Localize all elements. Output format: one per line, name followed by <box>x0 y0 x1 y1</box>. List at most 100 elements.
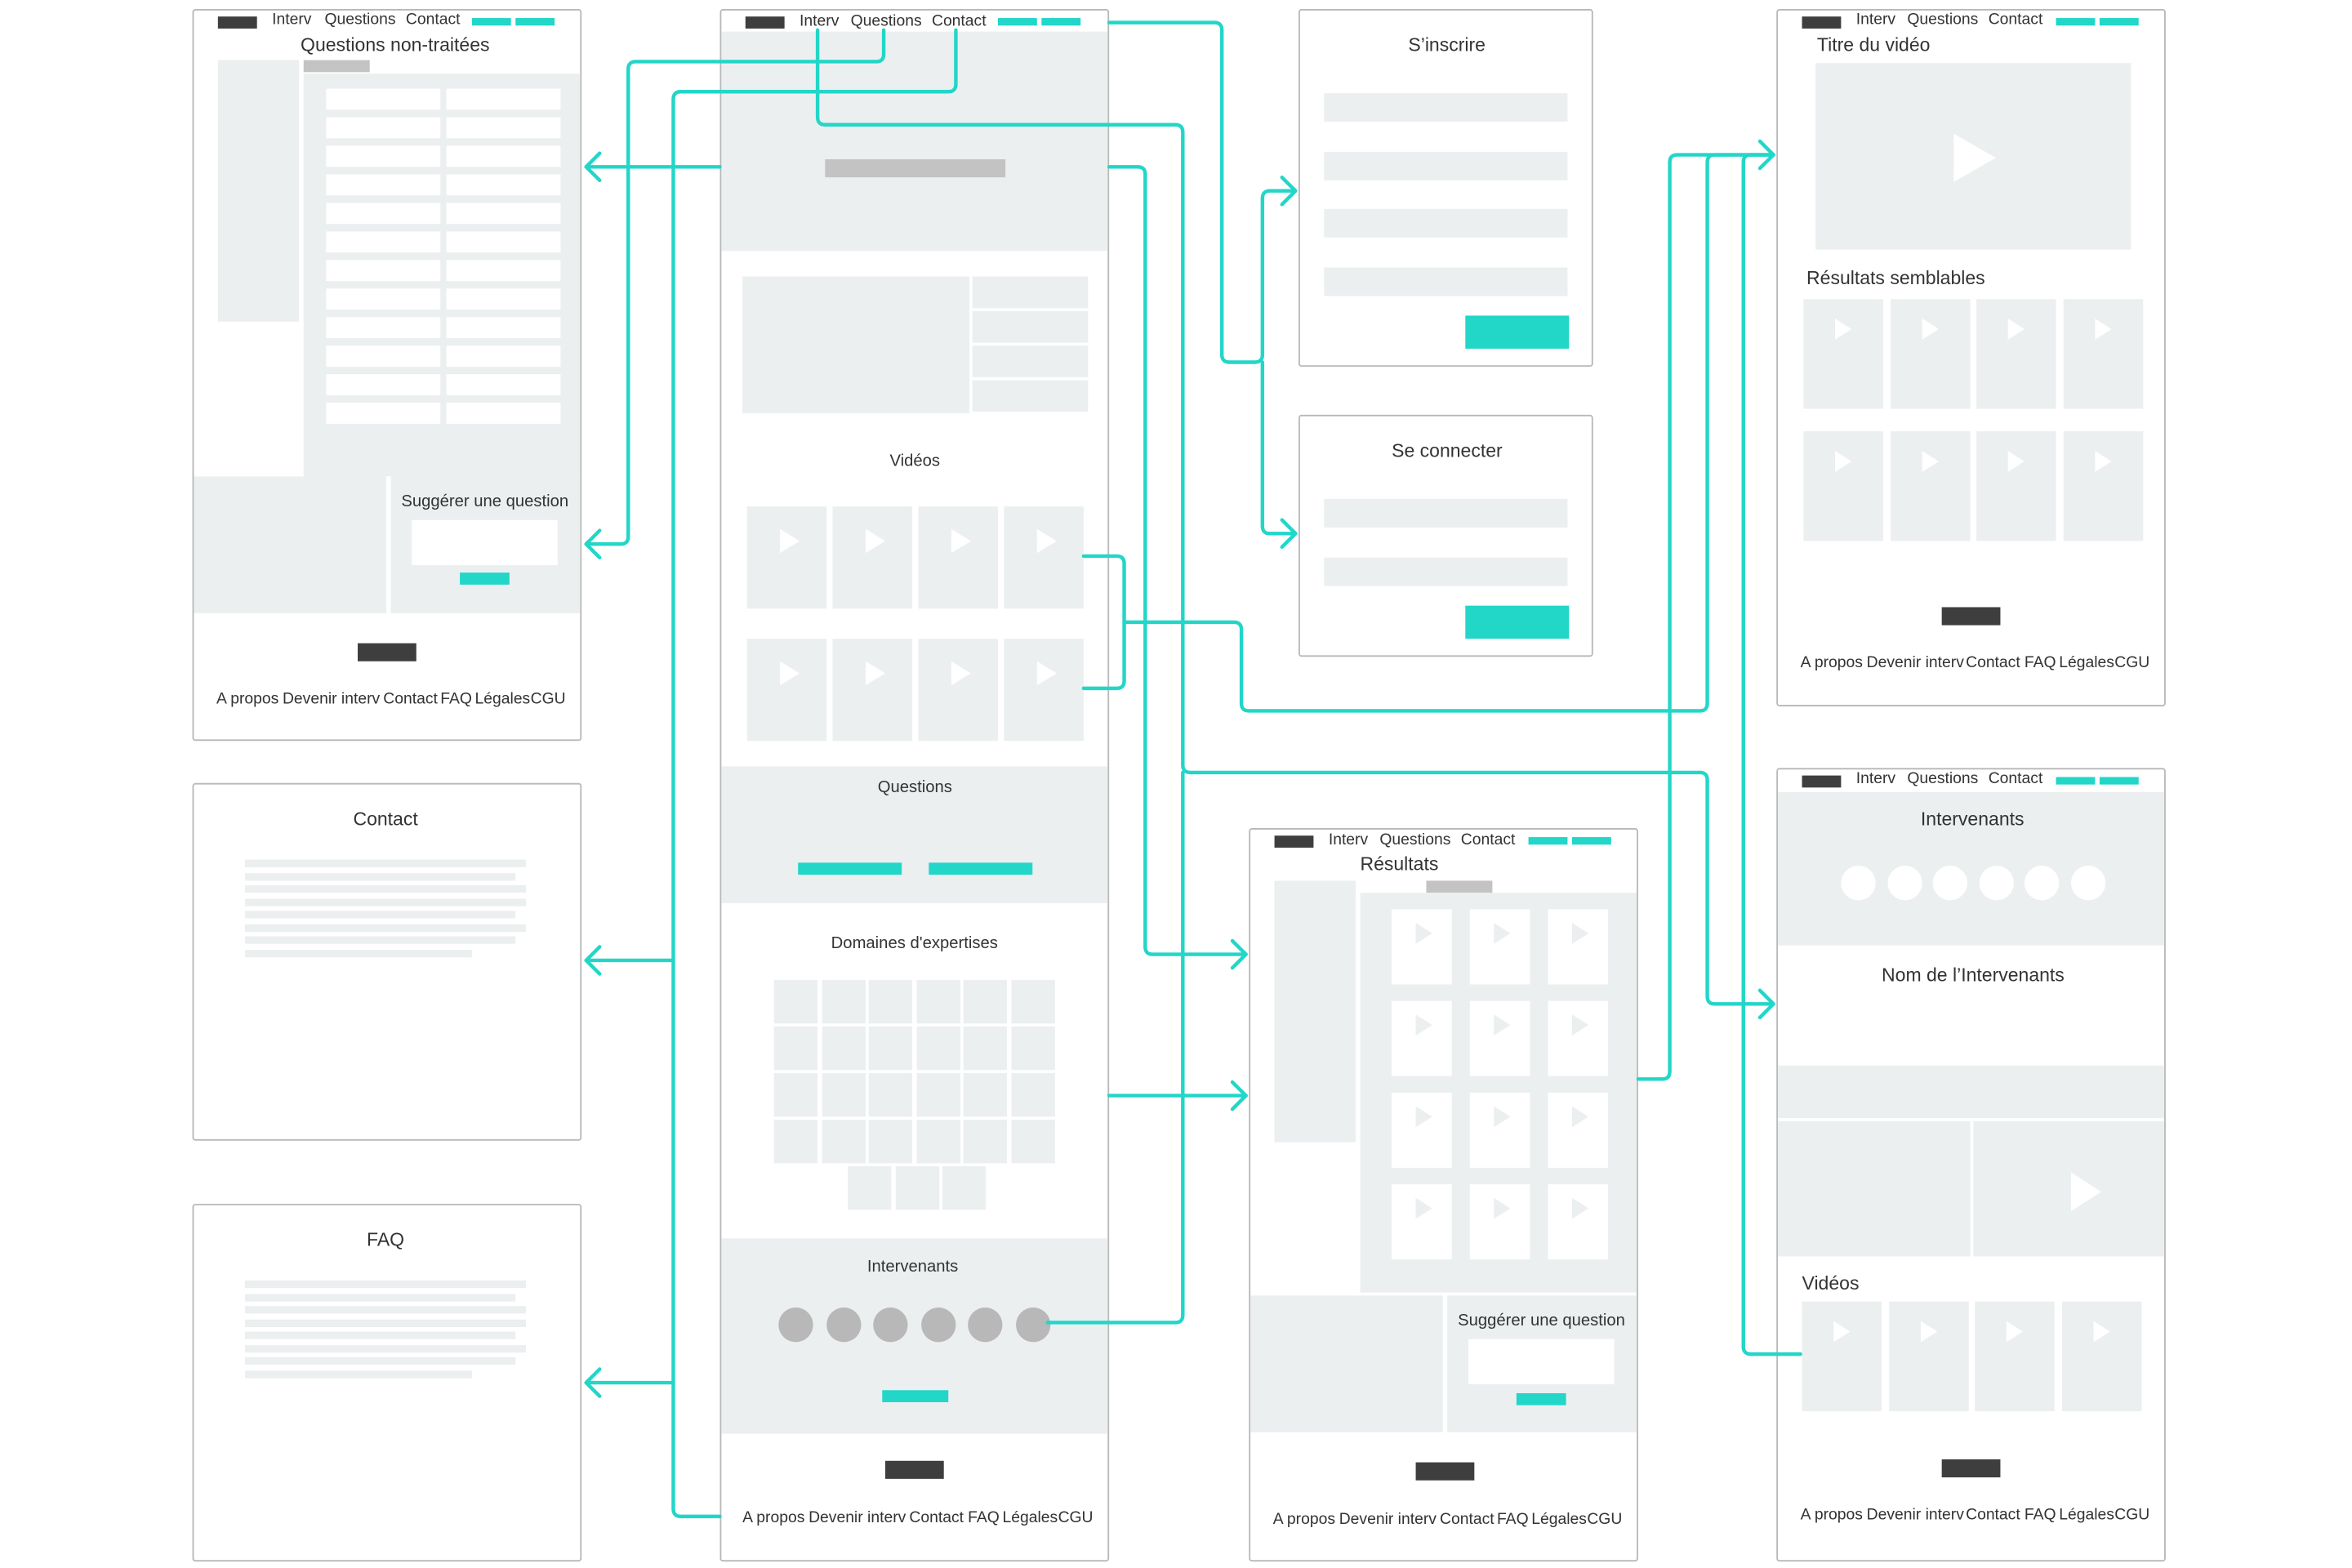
hero-search-bar[interactable] <box>825 159 1006 178</box>
nav-questions[interactable]: Questions <box>1379 831 1451 849</box>
video-thumbnail[interactable] <box>918 639 998 742</box>
question-row-cell[interactable] <box>446 174 561 196</box>
footer-faq[interactable]: FAQ <box>968 1508 1000 1527</box>
footer-cgu[interactable]: CGU <box>1587 1510 1623 1529</box>
question-row-cell[interactable] <box>326 374 441 395</box>
question-row-cell[interactable] <box>326 317 441 339</box>
nav-interv[interactable]: Interv <box>272 10 312 29</box>
similar-video-thumbnail[interactable] <box>1976 299 2056 409</box>
suggest-input[interactable] <box>1468 1339 1615 1384</box>
nav-button[interactable] <box>515 18 555 26</box>
question-row-cell[interactable] <box>446 317 561 339</box>
footer-a-propos[interactable]: A propos <box>742 1508 805 1527</box>
domaine-tile[interactable] <box>821 1026 866 1071</box>
footer-devenir[interactable]: Devenir interv <box>1866 1505 1964 1525</box>
result-video-thumbnail[interactable] <box>1392 1184 1452 1260</box>
footer-contact[interactable]: Contact <box>909 1508 964 1527</box>
nav-button[interactable] <box>471 18 511 26</box>
question-row-cell[interactable] <box>326 203 441 225</box>
footer-faq[interactable]: FAQ <box>440 689 472 708</box>
login-field-2[interactable] <box>1324 557 1568 586</box>
footer-faq[interactable]: FAQ <box>2024 1505 2056 1525</box>
nav-button[interactable] <box>1571 837 1611 845</box>
nav-questions[interactable]: Questions <box>324 10 396 29</box>
footer-legales[interactable]: Légales <box>474 689 531 708</box>
intervenants-button[interactable] <box>882 1390 949 1402</box>
question-row-cell[interactable] <box>446 203 561 225</box>
intervenant-avatar[interactable] <box>778 1307 813 1343</box>
footer-devenir[interactable]: Devenir interv <box>282 689 381 708</box>
question-row-cell[interactable] <box>446 117 561 139</box>
speaker-avatar[interactable] <box>2024 866 2060 901</box>
speaker-video-thumbnail[interactable] <box>1975 1301 2055 1412</box>
domaine-tile[interactable] <box>868 979 913 1024</box>
speaker-video-thumbnail[interactable] <box>2060 1301 2141 1412</box>
footer-devenir[interactable]: Devenir interv <box>808 1508 906 1527</box>
footer-cgu[interactable]: CGU <box>530 689 566 708</box>
question-row-cell[interactable] <box>446 288 561 310</box>
result-video-thumbnail[interactable] <box>1548 1184 1609 1260</box>
domaine-tile[interactable] <box>915 979 960 1024</box>
signup-submit-button[interactable] <box>1465 315 1570 349</box>
domaine-tile[interactable] <box>868 1120 913 1164</box>
question-row-cell[interactable] <box>326 403 441 424</box>
footer-faq[interactable]: FAQ <box>1496 1510 1529 1529</box>
speaker-video-thumbnail[interactable] <box>1802 1301 1882 1412</box>
domaine-tile[interactable] <box>894 1166 939 1210</box>
footer-contact[interactable]: Contact <box>1966 1505 2020 1525</box>
result-video-thumbnail[interactable] <box>1392 1000 1452 1076</box>
nav-button[interactable] <box>2056 777 2096 785</box>
speaker-avatar[interactable] <box>1841 866 1876 901</box>
questions-button-1[interactable] <box>798 862 902 875</box>
nav-button[interactable] <box>997 18 1037 26</box>
domaine-tile[interactable] <box>773 979 818 1024</box>
nav-questions[interactable]: Questions <box>850 11 922 30</box>
nav-interv[interactable]: Interv <box>1855 769 1896 788</box>
intervenant-avatar[interactable] <box>1015 1307 1050 1343</box>
domaine-tile[interactable] <box>773 1120 818 1164</box>
nav-button[interactable] <box>2099 777 2139 785</box>
login-field-1[interactable] <box>1324 498 1568 528</box>
nav-button[interactable] <box>2099 18 2139 26</box>
footer-legales[interactable]: Légales <box>2059 653 2114 672</box>
domaine-tile[interactable] <box>1010 1120 1054 1164</box>
footer-devenir[interactable]: Devenir interv <box>1339 1510 1437 1529</box>
question-row-cell[interactable] <box>446 260 561 282</box>
footer-a-propos[interactable]: A propos <box>1272 1510 1336 1529</box>
video-player[interactable] <box>1815 63 2132 250</box>
nav-interv[interactable]: Interv <box>1855 10 1896 29</box>
result-video-thumbnail[interactable] <box>1392 1092 1452 1168</box>
footer-a-propos[interactable]: A propos <box>1800 653 1863 672</box>
nav-contact[interactable]: Contact <box>1988 769 2043 788</box>
similar-video-thumbnail[interactable] <box>1890 299 1970 409</box>
result-video-thumbnail[interactable] <box>1469 909 1530 985</box>
similar-video-thumbnail[interactable] <box>1803 431 1883 541</box>
video-thumbnail[interactable] <box>918 506 998 609</box>
intervenant-avatar[interactable] <box>968 1307 1003 1343</box>
question-row-cell[interactable] <box>326 88 441 110</box>
footer-contact[interactable]: Contact <box>383 689 438 708</box>
question-row-cell[interactable] <box>446 231 561 253</box>
question-row-cell[interactable] <box>326 117 441 139</box>
footer-contact[interactable]: Contact <box>1966 653 2020 672</box>
question-row-cell[interactable] <box>446 88 561 110</box>
domaine-tile[interactable] <box>847 1166 892 1210</box>
nav-contact[interactable]: Contact <box>405 10 461 29</box>
speaker-avatar[interactable] <box>2070 866 2105 901</box>
domaine-tile[interactable] <box>915 1072 960 1117</box>
question-row-cell[interactable] <box>326 231 441 253</box>
video-thumbnail[interactable] <box>832 506 913 609</box>
questions-button-2[interactable] <box>929 862 1033 875</box>
footer-legales[interactable]: Légales <box>1002 1508 1058 1527</box>
footer-cgu[interactable]: CGU <box>1058 1508 1094 1527</box>
similar-video-thumbnail[interactable] <box>1803 299 1883 409</box>
video-thumbnail[interactable] <box>1004 506 1084 609</box>
domaine-tile[interactable] <box>963 1026 1008 1071</box>
domaine-tile[interactable] <box>915 1120 960 1164</box>
nav-interv[interactable]: Interv <box>1328 831 1369 849</box>
domaine-tile[interactable] <box>821 1072 866 1117</box>
footer-contact[interactable]: Contact <box>1440 1510 1494 1529</box>
domaine-tile[interactable] <box>942 1166 987 1210</box>
video-thumbnail[interactable] <box>832 639 913 742</box>
question-row-cell[interactable] <box>326 260 441 282</box>
